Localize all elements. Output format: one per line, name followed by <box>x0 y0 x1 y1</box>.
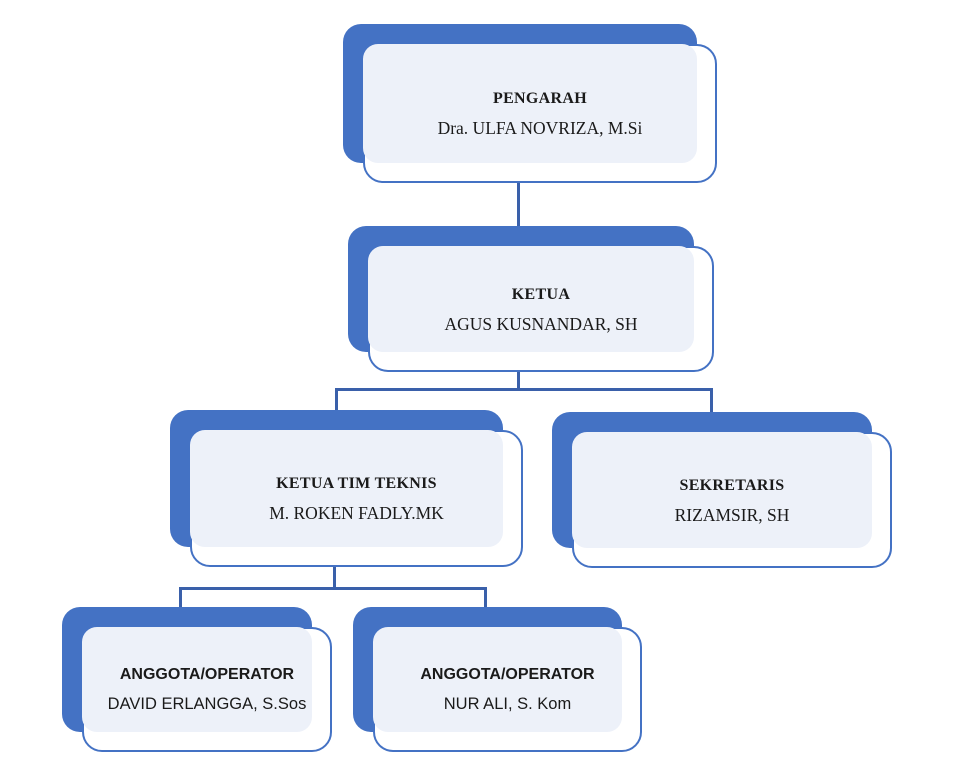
connector-sekretaris-drop <box>710 388 713 414</box>
node-title: ANGGOTA/OPERATOR <box>119 666 295 683</box>
connector-tim-teknis-stub <box>333 566 336 589</box>
node-body-shape <box>368 246 694 352</box>
node-person-name: M. ROKEN FADLY.MK <box>269 503 444 523</box>
node-person-name: DAVID ERLANGGA, S.Sos <box>107 695 307 713</box>
node-body-shape <box>373 627 622 732</box>
node-title: SEKRETARIS <box>679 476 785 494</box>
node-person-name: NUR ALI, S. Kom <box>443 695 572 713</box>
connector-ketua-stub <box>517 370 520 389</box>
node-person-name: RIZAMSIR, SH <box>674 504 790 525</box>
org-node-anggota-operator-1[interactable]: ANGGOTA/OPERATOR DAVID ERLANGGA, S.Sos <box>62 607 332 752</box>
org-node-ketua-tim-teknis[interactable]: KETUA TIM TEKNIS M. ROKEN FADLY.MK <box>170 410 523 567</box>
connector-ketua-crossbar <box>335 388 713 391</box>
node-body-shape <box>363 44 697 163</box>
node-body-shape <box>190 430 503 547</box>
org-node-ketua[interactable]: KETUA AGUS KUSNANDAR, SH <box>348 226 714 372</box>
node-body-shape <box>572 432 872 548</box>
node-person-name: AGUS KUSNANDAR, SH <box>444 313 638 334</box>
node-title: KETUA TIM TEKNIS <box>276 475 437 492</box>
node-person-name: Dra. ULFA NOVRIZA, M.Si <box>437 118 643 138</box>
connector-anggota-1-drop <box>179 587 182 609</box>
connector-pengarah-ketua <box>517 183 520 227</box>
connector-tim-teknis-crossbar <box>179 587 487 590</box>
connector-anggota-2-drop <box>484 587 487 609</box>
connector-ketua-tim-teknis-drop <box>335 388 338 412</box>
org-node-anggota-operator-2[interactable]: ANGGOTA/OPERATOR NUR ALI, S. Kom <box>353 607 642 752</box>
node-title: ANGGOTA/OPERATOR <box>420 666 595 683</box>
org-node-pengarah[interactable]: PENGARAH Dra. ULFA NOVRIZA, M.Si <box>343 24 717 183</box>
node-title: KETUA <box>511 285 571 303</box>
org-node-sekretaris[interactable]: SEKRETARIS RIZAMSIR, SH <box>552 412 892 568</box>
node-body-shape <box>82 627 312 732</box>
node-title: PENGARAH <box>493 90 587 107</box>
